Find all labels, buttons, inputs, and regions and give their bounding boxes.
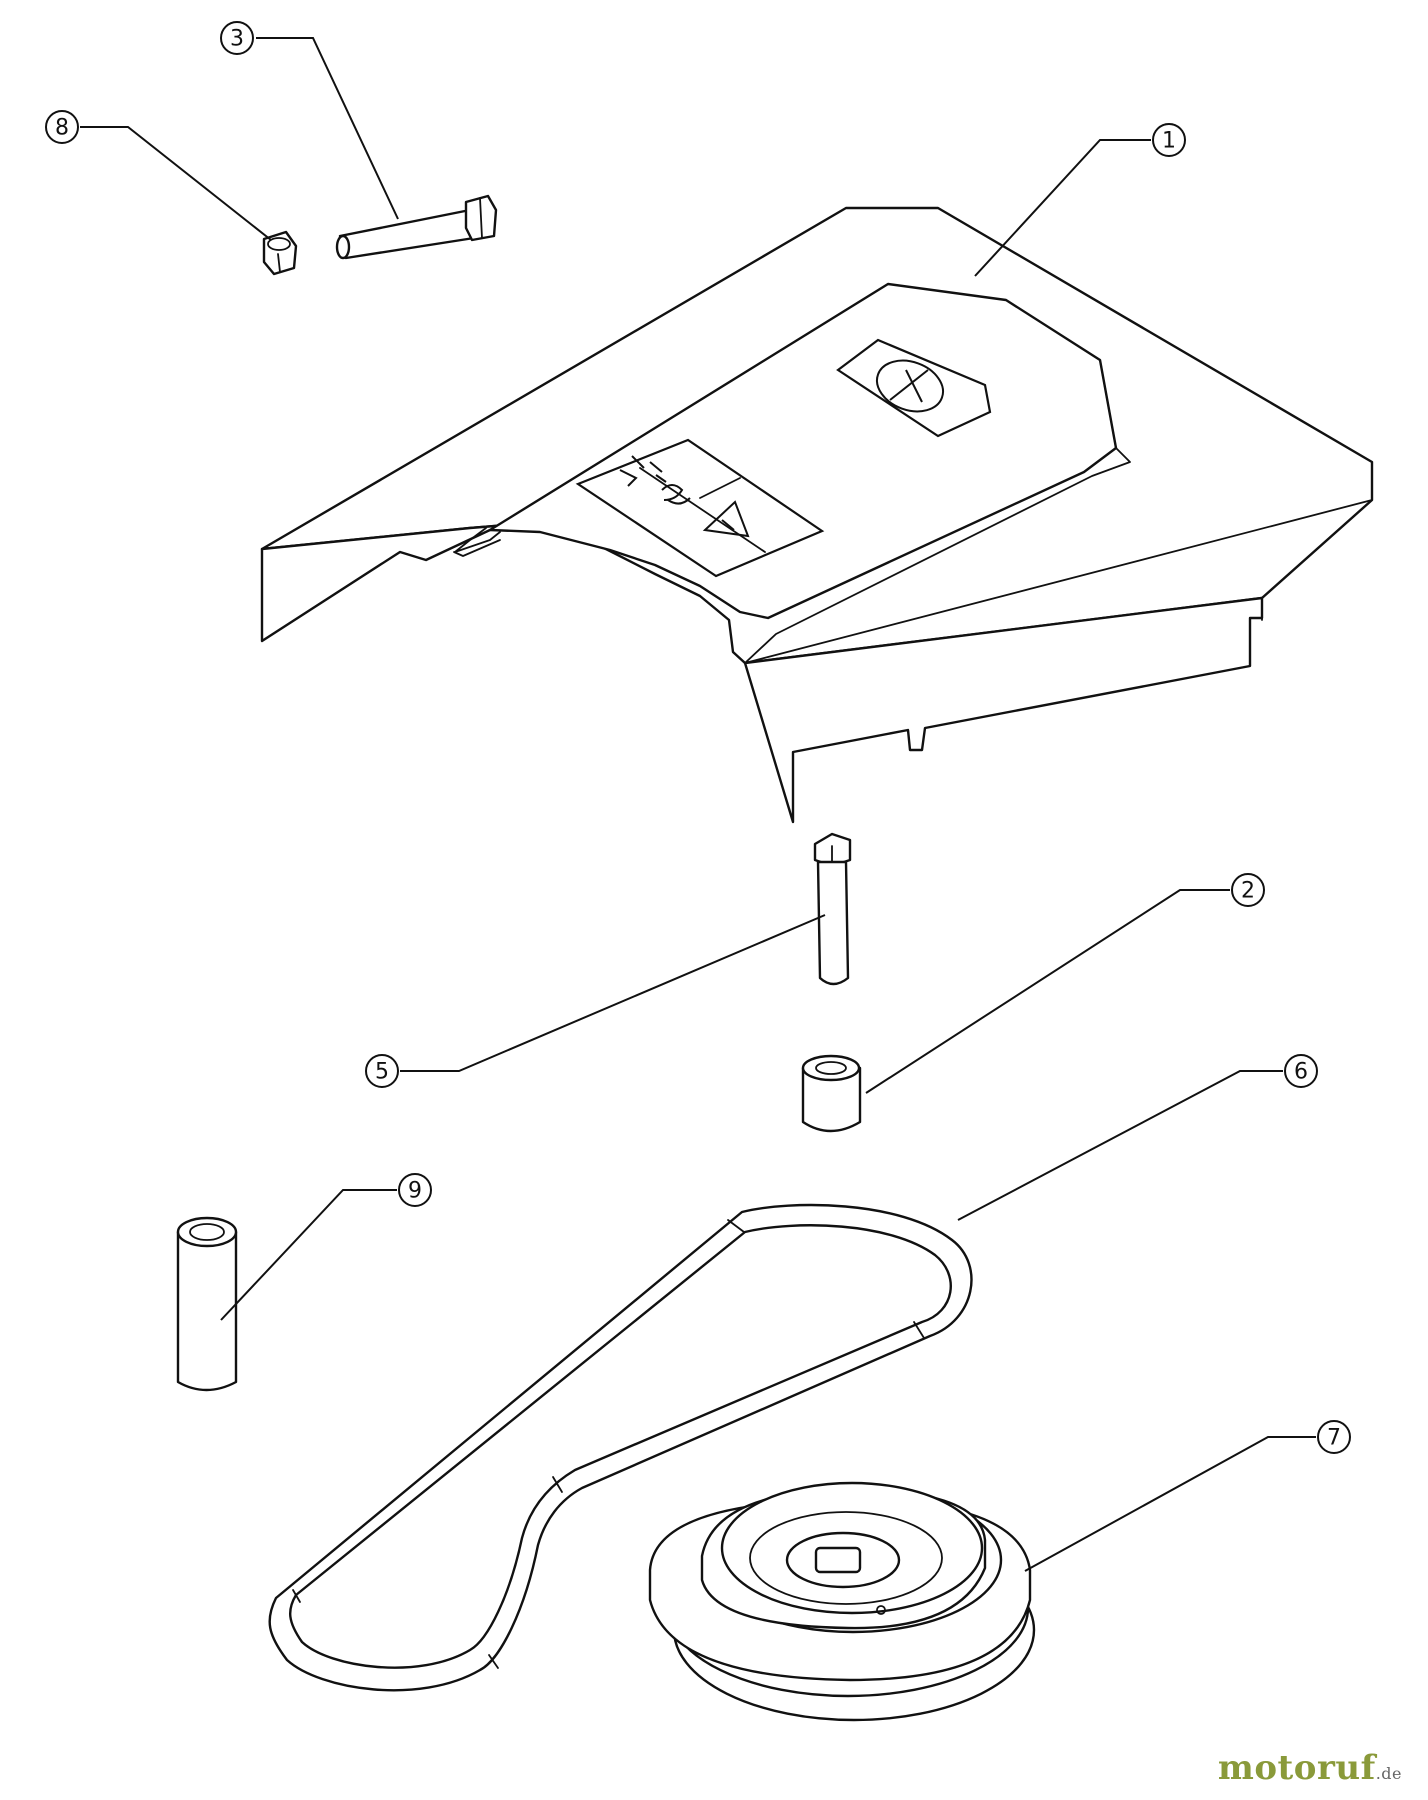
callout-8: 8 [45,110,79,144]
svg-text:6: 6 [1294,1060,1308,1085]
svg-text:2: 2 [1241,879,1255,904]
v-belt-part [268,1203,973,1692]
brand-logo-decal [836,338,992,438]
callout-3: 3 [220,21,254,55]
callout-6: 6 [1284,1054,1318,1088]
callout-1: 1 [1152,123,1186,157]
short-spacer-part [801,1054,862,1133]
warning-decal [575,438,825,578]
callout-9: 9 [398,1173,432,1207]
watermark: motoruf.de [1218,1748,1402,1788]
long-spacer-part [176,1216,238,1392]
callout-7: 7 [1317,1420,1351,1454]
long-bolt-part [335,194,498,260]
callout-5: 5 [365,1054,399,1088]
svg-text:9: 9 [408,1179,422,1204]
callout-balloons: 1 2 3 5 6 7 8 9 [45,21,1351,1454]
vertical-bolt-part [813,832,852,986]
watermark-brand: motoruf [1217,1748,1376,1788]
hex-nut-part [262,230,298,276]
watermark-tld: .de [1375,1764,1402,1783]
svg-text:1: 1 [1162,129,1176,154]
belt-cover-part [260,206,1374,824]
callout-2: 2 [1231,873,1265,907]
pulley-part [648,1481,1036,1722]
svg-text:7: 7 [1327,1426,1341,1451]
svg-text:8: 8 [55,116,69,141]
svg-text:5: 5 [375,1060,389,1085]
svg-text:3: 3 [230,27,244,52]
leader-lines [80,37,1316,1572]
